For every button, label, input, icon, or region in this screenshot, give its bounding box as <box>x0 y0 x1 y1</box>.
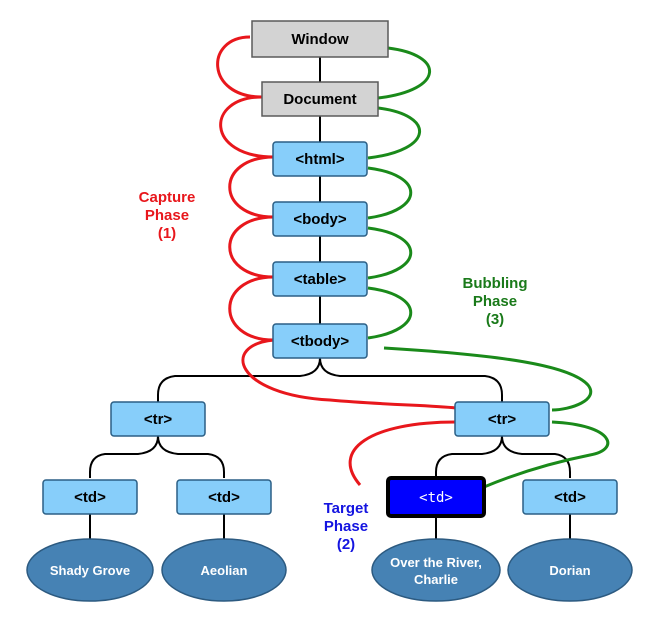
leaf-over-the-river-line1: Over the River, <box>390 555 482 570</box>
table-node: <table> <box>272 261 368 297</box>
tr-right-node: <tr> <box>454 401 550 437</box>
leaf-shady-grove-label: Shady Grove <box>50 563 130 578</box>
body-node: <body> <box>272 201 368 237</box>
document-label: Document <box>283 91 356 108</box>
target-phase-label: Target Phase (2) <box>324 500 369 553</box>
td-4-label: <td> <box>554 489 586 506</box>
tree-connectors <box>89 57 571 540</box>
capture-line1: Capture <box>139 189 196 206</box>
bubbling-line2: Phase <box>473 293 517 310</box>
window-label: Window <box>291 31 349 48</box>
leaf-dorian: Dorian <box>507 538 633 602</box>
leaf-shady-grove: Shady Grove <box>26 538 154 602</box>
leaf-over-the-river-line2: Charlie <box>414 572 458 587</box>
target-line2: Phase <box>324 518 368 535</box>
table-label: <table> <box>294 271 347 288</box>
tr-left-label: <tr> <box>144 411 173 428</box>
td-target-label: <td> <box>419 490 453 506</box>
bubbling-phase-label: Bubbling Phase (3) <box>463 275 528 328</box>
capture-line2: Phase <box>145 207 189 224</box>
capture-line3: (1) <box>158 225 176 242</box>
capture-path <box>216 35 457 486</box>
tr-left-node: <tr> <box>110 401 206 437</box>
leaf-over-the-river: Over the River, Charlie <box>371 538 501 602</box>
target-line3: (2) <box>337 536 355 553</box>
bubbling-path <box>367 46 610 489</box>
td-2-label: <td> <box>208 489 240 506</box>
tr-right-label: <tr> <box>488 411 517 428</box>
body-label: <body> <box>293 211 347 228</box>
leaf-aeolian-label: Aeolian <box>201 563 248 578</box>
tbody-node: <tbody> <box>272 323 368 359</box>
capture-phase-label: Capture Phase (1) <box>139 189 196 242</box>
leaf-dorian-label: Dorian <box>549 563 590 578</box>
html-label: <html> <box>295 151 344 168</box>
bubbling-line3: (3) <box>486 311 504 328</box>
html-node: <html> <box>272 141 368 177</box>
leaf-aeolian: Aeolian <box>161 538 287 602</box>
window-node: Window <box>251 20 389 58</box>
td-dorian-node: <td> <box>522 479 618 515</box>
td-shady-grove-node: <td> <box>42 479 138 515</box>
target-line1: Target <box>324 500 369 517</box>
bubbling-line1: Bubbling <box>463 275 528 292</box>
tbody-label: <tbody> <box>291 333 350 350</box>
document-node: Document <box>261 81 379 117</box>
td-target-node: <td> <box>386 476 486 518</box>
td-aeolian-node: <td> <box>176 479 272 515</box>
td-1-label: <td> <box>74 489 106 506</box>
